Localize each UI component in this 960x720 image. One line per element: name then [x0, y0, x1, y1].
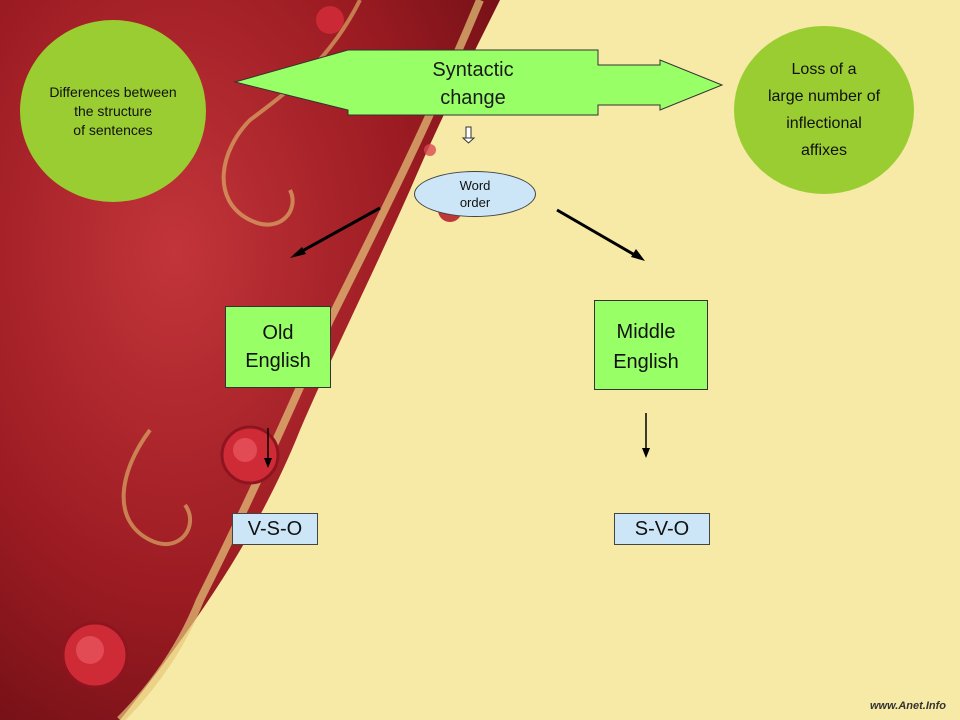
inflectional-loss-text: Loss of a large number of inflectional a…	[767, 61, 881, 159]
middle-english-order-box: S-V-O	[614, 513, 710, 545]
old-english-box: Old English	[225, 306, 331, 388]
middle-english-text: Middle English	[613, 321, 679, 373]
gold-swirl-curl-2	[121, 428, 192, 547]
middle-english-box: Middle English	[594, 300, 708, 390]
small-down-arrow	[465, 126, 472, 140]
svo-text: S-V-O	[634, 517, 690, 540]
arrow-to-middle-english	[556, 208, 641, 260]
rose-decoration	[316, 6, 344, 34]
rose-decoration	[424, 144, 436, 156]
inflectional-loss-circle: Loss of a large number of inflectional a…	[734, 26, 914, 194]
gold-swirl-line	[117, 0, 484, 720]
old-english-text: Old English	[245, 322, 311, 372]
differences-circle: Differences between the structure of sen…	[20, 20, 206, 202]
syntactic-change-arrow	[233, 49, 724, 116]
arrow-to-old-english	[294, 206, 381, 257]
old-english-order-box: V-S-O	[232, 513, 318, 545]
vso-text: V-S-O	[247, 517, 303, 540]
word-order-text: Word order	[459, 178, 491, 210]
differences-text: Differences between the structure of sen…	[49, 83, 177, 138]
word-order-oval: Word order	[414, 171, 536, 217]
watermark: www.Anet.Info	[870, 700, 946, 712]
syntactic-change-label: Syntactic change	[432, 59, 514, 109]
